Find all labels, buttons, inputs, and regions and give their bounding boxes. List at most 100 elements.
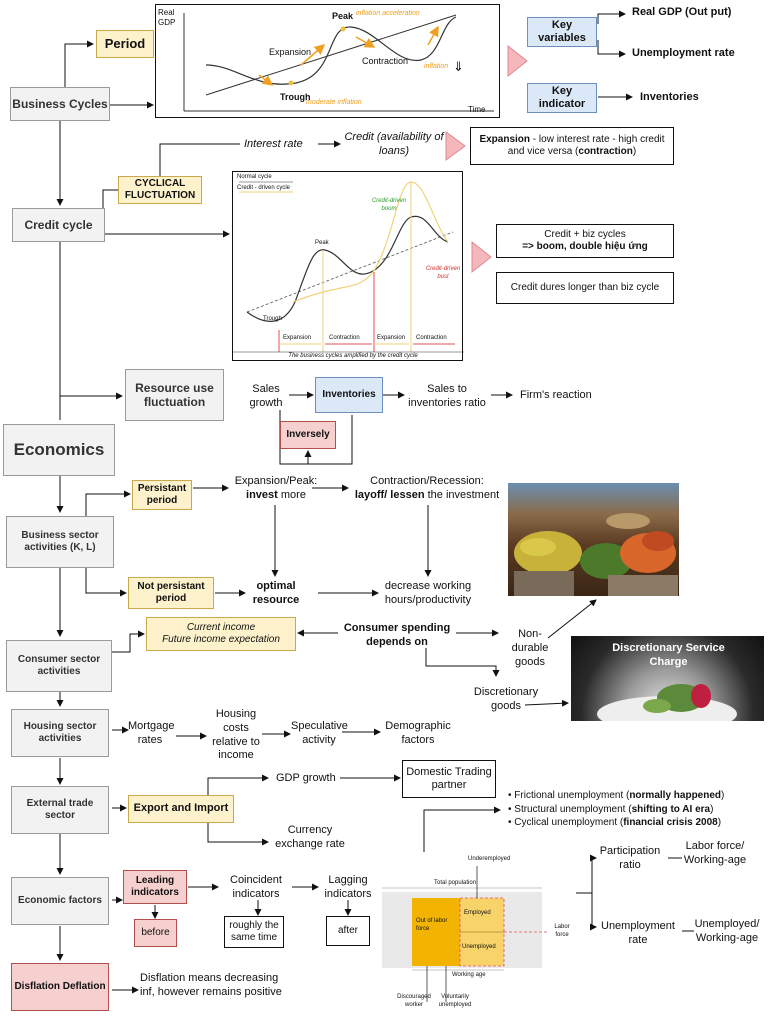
decrease-hours-label: decrease working hours/productivity (384, 580, 472, 606)
labor-force-label: Labor force (554, 924, 570, 938)
resource-use-label: Resource use fluctuation (135, 380, 214, 409)
credit-phase-1: Expansion (283, 335, 312, 341)
bc-moderate-inflation: moderate inflation (306, 99, 362, 106)
credit-phase-2: Contraction (329, 335, 360, 341)
income-node: Current income Future income expectation (146, 617, 296, 651)
leading-indicators-label: Leading indicators (131, 875, 179, 898)
credit-cycle-chart: Normal cycle Credit - driven cycle Credi… (232, 171, 464, 361)
expansion-note-mid: - low interest rate - high credit and vi… (507, 134, 665, 157)
unemployment-rate-label: Unemployment rate (632, 47, 735, 59)
unemployment-type-item: • Frictional unemployment (normally happ… (508, 790, 725, 801)
inventories-box: Inventories (315, 377, 383, 413)
expansion-peak-label: Expansion/Peak: invest more (230, 475, 322, 503)
mortgage-rates-label: Mortgage rates (128, 720, 175, 746)
firms-reaction-label: Firm's reaction (520, 389, 592, 401)
participation-formula-label: Labor force/ Working-age (683, 840, 747, 866)
underemployed-label: Underemployed (468, 856, 511, 862)
participation-ratio-label: Participation ratio (599, 845, 661, 871)
economics-label: Economics (13, 439, 105, 459)
boom-note: Credit + biz cycles => boom, double hiệu… (496, 224, 674, 258)
credit-availability-label: Credit (availability of loans) (344, 131, 444, 157)
after-label: after (337, 925, 358, 936)
out-of-labor-force-label: Out of labor force (416, 918, 448, 932)
currency-rate-label: Currency exchange rate (275, 824, 345, 850)
export-import-label: Export and Import (133, 802, 229, 815)
not-persistant-label: Not persistant period (137, 581, 205, 604)
photo-caption: Discretionary Service Charge (612, 642, 725, 668)
contraction-layoff: layoff/ lessen (354, 488, 425, 501)
same-time-node: roughly the same time (224, 916, 284, 948)
unemployment-types-list: • Frictional unemployment (normally happ… (508, 789, 766, 830)
expansion-contraction-note: Expansion - low interest rate - high cre… (470, 127, 674, 165)
discretionary-goods-label: Discretionary goods (473, 686, 539, 712)
inversely-label: Inversely (286, 429, 330, 440)
future-income-label: Future income expectation (162, 634, 280, 645)
credit-trough-label: Trough (263, 316, 282, 322)
business-sector-node: Business sector activities (K, L) (6, 516, 114, 568)
contraction-title: Contraction/Recession: (370, 475, 484, 487)
sales-growth-label: Sales growth (249, 383, 283, 409)
unemp-type-2-bold: shifting to AI era (631, 803, 711, 815)
expansion-peak-more: more (277, 488, 306, 501)
optimal-resource-label: optimal resource (252, 580, 300, 606)
labor-force-chart: Underemployed Total population Out of la… (372, 852, 576, 1014)
real-gdp-label: Real GDP (Out put) (632, 6, 732, 18)
persistant-period-node: Persistant period (132, 480, 192, 510)
inventories-box-label: Inventories (322, 389, 376, 400)
current-income-label: Current income (186, 622, 256, 633)
bc-xlabel: Time (468, 105, 486, 114)
key-indicator-node: Key indicator (527, 83, 597, 113)
market-photo-shapes (514, 513, 678, 596)
expansion-peak-invest: invest (246, 488, 278, 501)
unemployment-formula-label: Unemployed/ Working-age (694, 918, 760, 944)
housing-sector-node: Housing sector activities (11, 709, 109, 757)
key-indicator-label: Key indicator (538, 84, 586, 110)
credit-cycle-svg (233, 181, 464, 353)
key-variables-node: Key variables (527, 17, 597, 47)
total-population-label: Total population (434, 880, 477, 886)
unemp-type-2-label: Structural unemployment ( (514, 803, 632, 815)
cyclical-fluctuation-node: CYCLICAL FLUCTUATION (118, 176, 202, 204)
demographic-label: Demographic factors (385, 720, 451, 746)
export-import-node: Export and Import (128, 795, 234, 823)
expansion-note-text: Expansion - low interest rate - high cre… (471, 134, 673, 158)
bc-ylabel: Real GDP (158, 8, 176, 27)
economic-factors-node: Economic factors (11, 877, 109, 925)
consumer-sector-label: Consumer sector activities (17, 654, 101, 677)
unemployment-rate-2-label: Unemployment rate (601, 920, 675, 946)
unemployed-label: Unemployed (462, 944, 496, 950)
unemp-type-1-label: Frictional unemployment ( (514, 790, 630, 801)
domestic-partner-label: Domestic Trading partner (406, 765, 492, 791)
after-node: after (326, 916, 370, 946)
credit-dures-note: Credit dures longer than biz cycle (496, 272, 674, 304)
credit-bust-label: Credit-driven bust (425, 266, 461, 280)
expansion-note-bold: Expansion (479, 134, 531, 145)
non-durable-label: Non-durable goods (511, 628, 549, 668)
domestic-partner-node: Domestic Trading partner (402, 760, 496, 798)
housing-costs-label: Housing costs relative to income (212, 708, 260, 762)
discouraged-worker-label: Discouraged worker (397, 994, 431, 1008)
contraction-label: Contraction/Recession: layoff/ lessen th… (350, 475, 504, 503)
economics-node: Economics (3, 424, 115, 476)
consumer-sector-node: Consumer sector activities (6, 640, 112, 692)
employed-label: Employed (464, 910, 491, 916)
bc-contraction-label: Contraction (362, 56, 409, 66)
before-node: before (134, 919, 177, 947)
unemp-type-2-end: ) (710, 803, 714, 815)
bc-peak-label: Peak (332, 11, 354, 21)
bc-down-arrow-icon: ⇓ (453, 59, 464, 74)
unemp-type-3-end: ) (717, 817, 722, 828)
credit-boom-label: Credit-driven boom (371, 198, 407, 212)
lagging-label: Lagging indicators (324, 874, 372, 900)
credit-peak-label: Peak (315, 240, 329, 246)
bc-trough-label: Trough (280, 92, 311, 102)
credit-caption: The business cycles amplified by the cre… (288, 353, 418, 359)
expansion-note-end: ) (632, 146, 637, 157)
business-cycle-svg (183, 13, 494, 112)
business-cycles-node: Business Cycles (10, 87, 110, 121)
credit-dures-label: Credit dures longer than biz cycle (510, 282, 660, 293)
boom-line-1: Credit + biz cycles (544, 229, 626, 240)
credit-cycle-node: Credit cycle (12, 208, 105, 242)
persistant-period-label: Persistant period (137, 483, 187, 506)
discretionary-service-photo: Discretionary Service Charge (571, 636, 764, 721)
